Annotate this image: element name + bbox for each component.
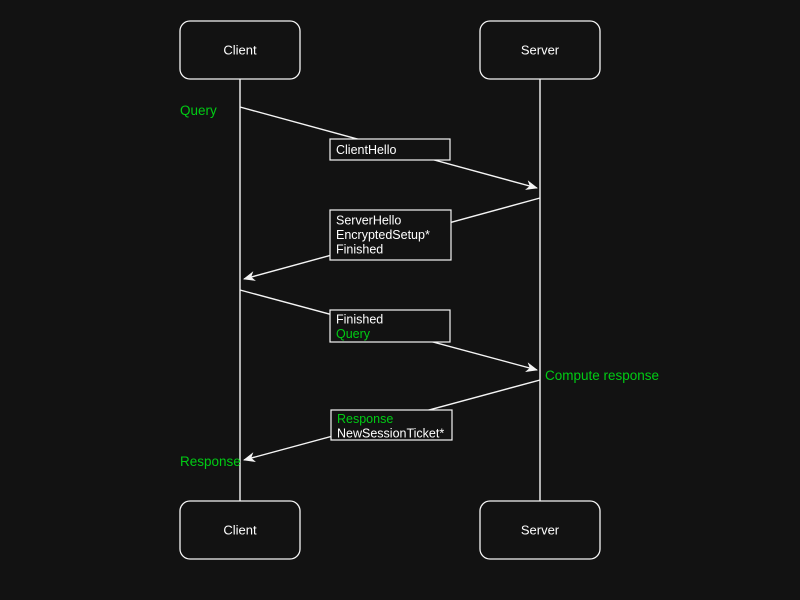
actor-server-bottom-label: Server <box>521 523 560 538</box>
message-line: ClientHello <box>336 143 396 157</box>
actor-server-top-label: Server <box>521 43 560 58</box>
actor-client-bottom: Client <box>179 500 301 560</box>
actor-client-bottom-box <box>179 500 301 560</box>
actor-client-top-box <box>179 20 301 80</box>
message-label-serverhello-box <box>329 209 452 261</box>
actor-server-top-box <box>479 20 601 80</box>
actor-server-bottom-box <box>479 500 601 560</box>
message-label-serverhello: ServerHello EncryptedSetup* Finished <box>329 209 452 261</box>
message-label-finished-query-box <box>329 309 451 343</box>
annotation-compute-response: Compute response <box>545 368 659 383</box>
message-line: Finished <box>336 243 383 257</box>
actor-server-top: Server <box>479 20 601 80</box>
actor-server-bottom: Server <box>479 500 601 560</box>
actor-client-top-label: Client <box>223 43 257 58</box>
message-label-response-ticket-box <box>330 409 453 441</box>
message-label-clienthello-box <box>329 138 451 161</box>
message-label-finished-query: Finished Query <box>329 309 451 343</box>
annotation-query: Query <box>180 103 217 118</box>
message-line: EncryptedSetup* <box>336 228 430 242</box>
message-label-clienthello: ClientHello <box>329 138 451 161</box>
actor-client-bottom-label: Client <box>223 523 257 538</box>
message-line: ServerHello <box>336 214 401 228</box>
message-line: Query <box>336 327 371 341</box>
message-line: NewSessionTicket* <box>337 427 444 441</box>
message-line: Response <box>337 412 393 426</box>
actor-client-top: Client <box>179 20 301 80</box>
annotation-response: Response <box>180 454 241 469</box>
message-label-response-ticket: Response NewSessionTicket* <box>330 409 453 441</box>
message-line: Finished <box>336 313 383 327</box>
